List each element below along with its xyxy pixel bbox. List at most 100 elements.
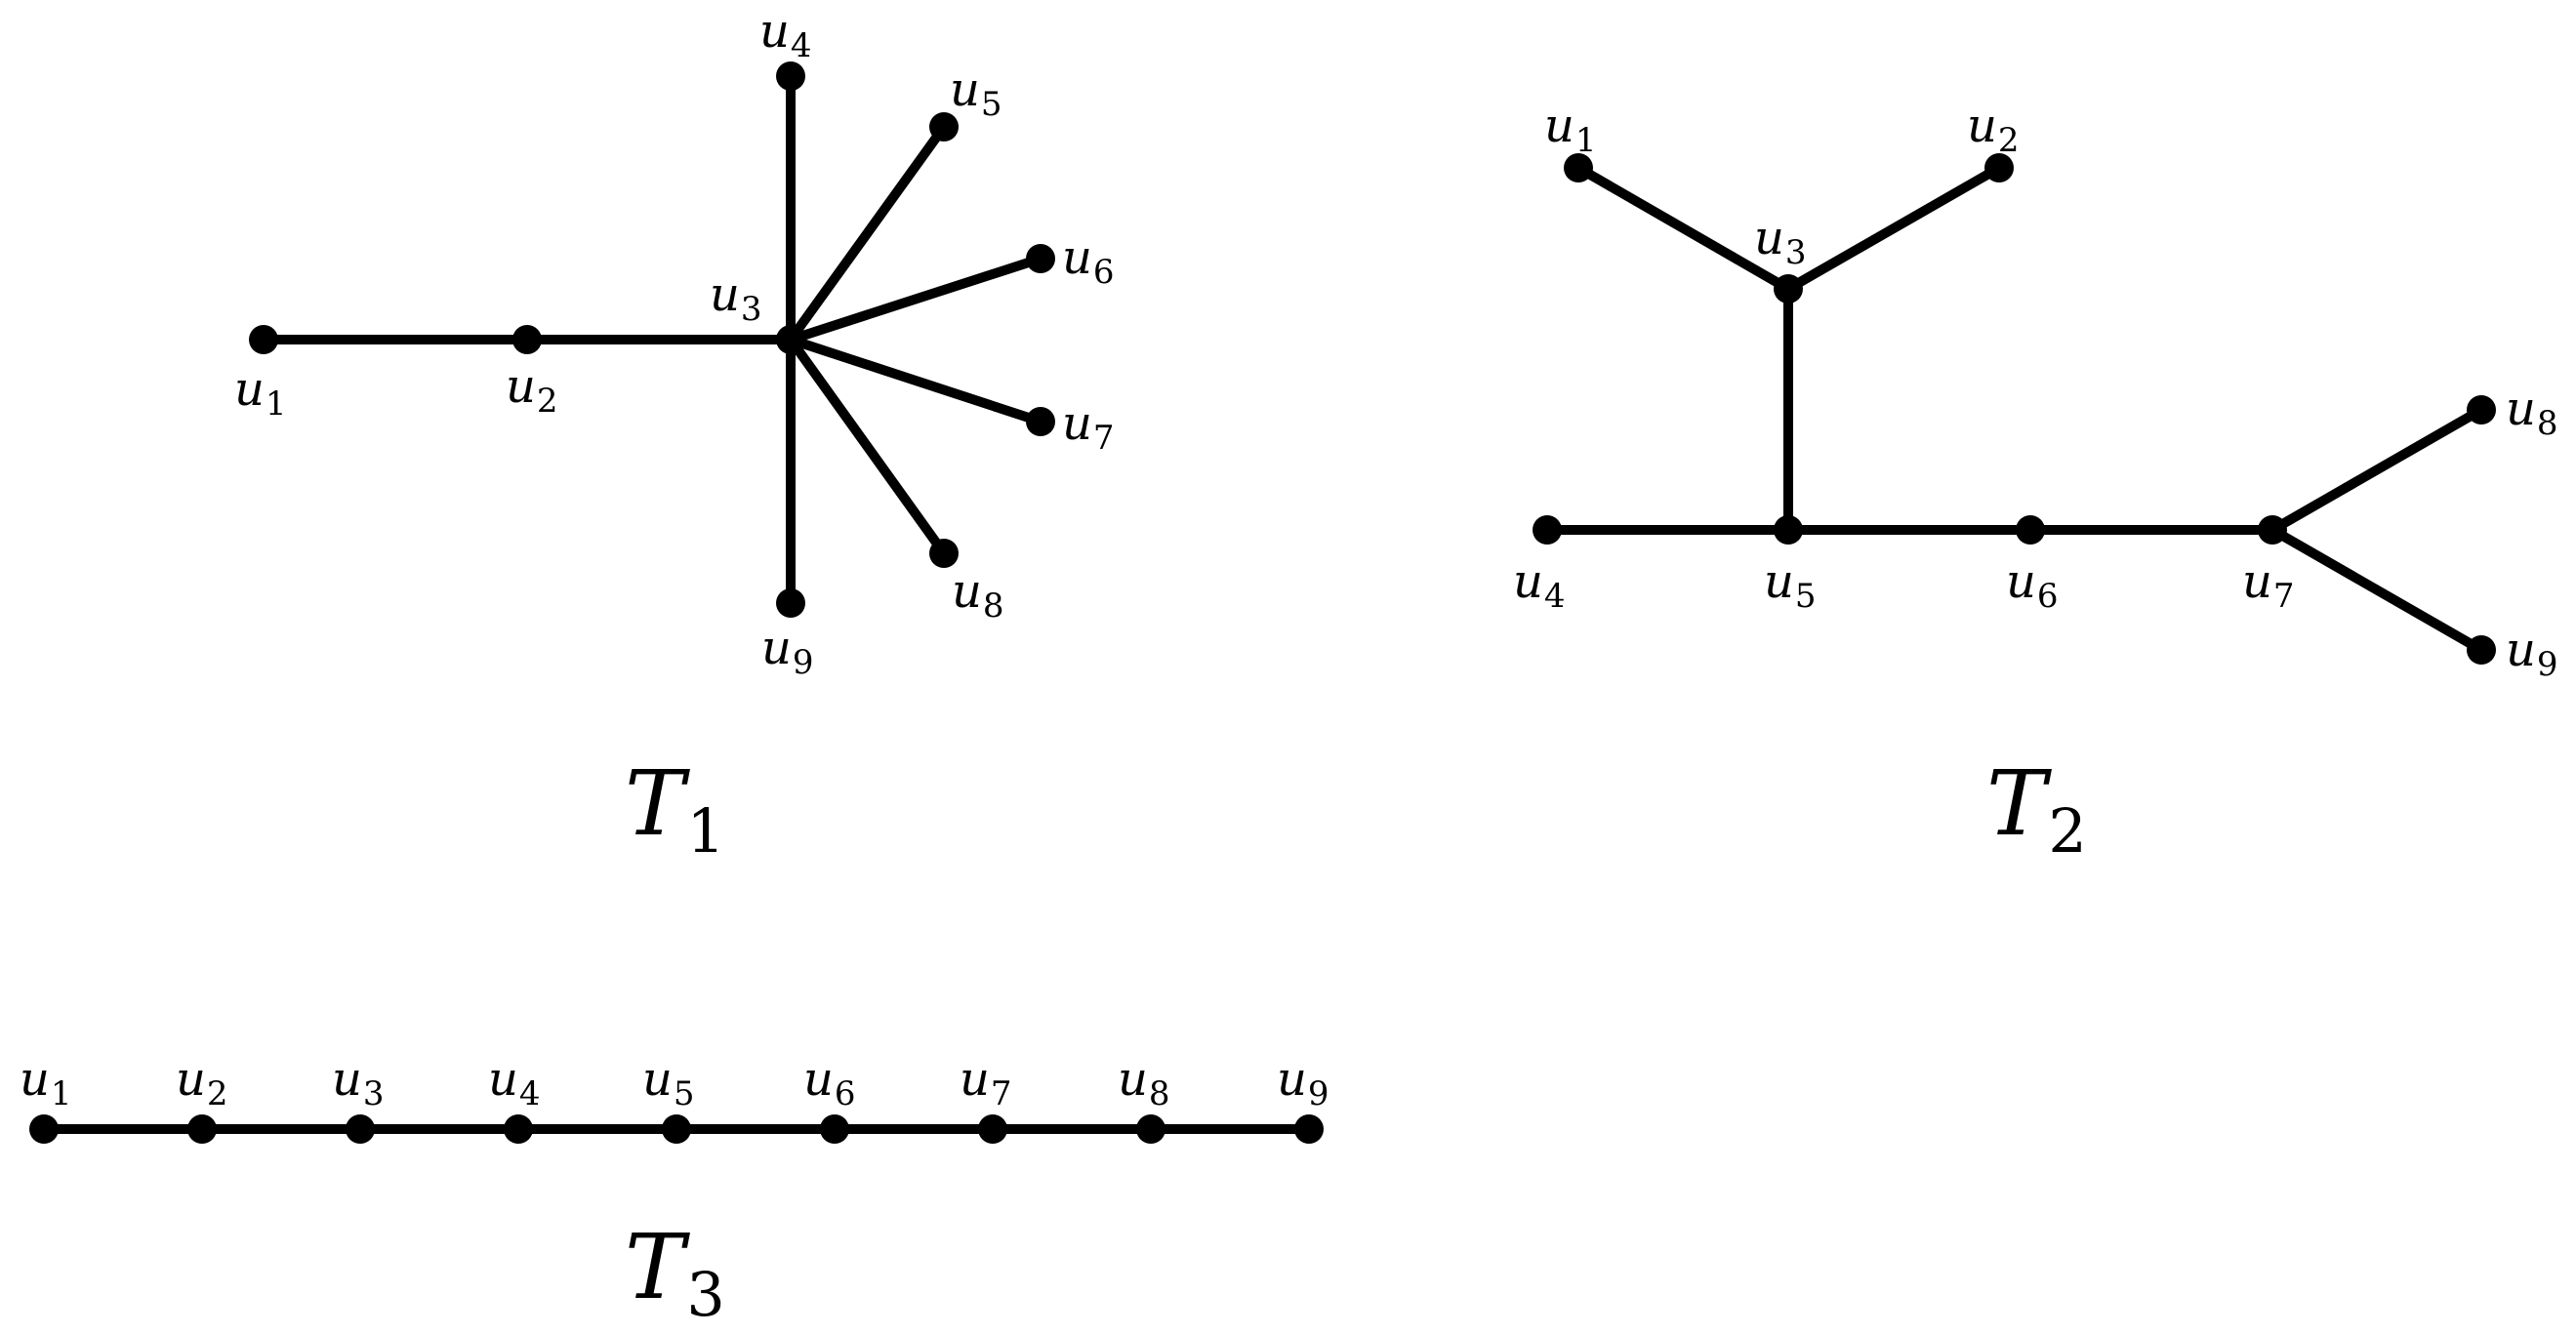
vertex-label-base: u [2242,554,2272,609]
vertex-label-subscript: 7 [2273,577,2295,616]
vertex-u3 [1774,274,1803,303]
vertex-label-subscript: 1 [266,384,287,424]
vertex-label-subscript: 1 [1575,121,1597,160]
vertex-label-subscript: 3 [363,1074,385,1113]
vertex-label-subscript: 9 [2537,645,2558,684]
vertex-label-subscript: 8 [2537,404,2558,443]
vertex-label-subscript: 5 [981,85,1002,124]
vertex-label-u6: u6 [2006,554,2059,616]
vertex-u5 [1774,515,1803,545]
vertex-u2 [1984,153,2014,182]
vertex-u7 [978,1114,1007,1144]
vertex-u5 [662,1114,691,1144]
vertex-label-base: u [803,1052,834,1107]
tree-label-base: T [1986,751,2052,856]
vertex-u8 [2467,395,2496,424]
vertex-label-base: u [1764,554,1794,609]
vertex-label-base: u [1277,1052,1307,1107]
tree-label-t3: T3 [625,1215,725,1330]
edge-u3-u8 [786,335,949,558]
vertex-label-u9: u9 [1277,1052,1329,1113]
vertex-label-subscript: 2 [207,1074,228,1113]
vertex-label-base: u [950,62,980,117]
vertex-label-base: u [20,1052,50,1107]
vertex-label-subscript: 8 [1149,1074,1170,1113]
vertex-label-u2: u2 [506,359,558,421]
vertex-u4 [504,1114,533,1144]
vertex-label-u8: u8 [2506,382,2558,443]
vertex-label-subscript: 1 [51,1074,72,1113]
vertex-label-base: u [642,1052,673,1107]
edge-u2-u3 [1783,163,2004,294]
vertex-label-u3: u3 [710,267,762,329]
vertex-u3 [776,325,805,354]
vertex-u4 [1533,515,1562,545]
vertex-label-u2: u2 [1967,99,2020,160]
vertex-label-subscript: 4 [791,26,812,65]
vertex-label-subscript: 5 [674,1074,695,1113]
vertex-label-u7: u7 [2242,554,2295,616]
vertex-label-u8: u8 [1118,1052,1170,1113]
vertex-label-subscript: 5 [1795,577,1817,616]
edge-u3-u6 [786,254,1045,344]
vertex-label-base: u [234,362,265,417]
vertex-label-subscript: 6 [1093,253,1115,292]
vertex-label-base: u [710,267,740,322]
tree-label-base: T [625,1215,690,1319]
vertex-label-u5: u5 [642,1052,695,1113]
vertex-label-u5: u5 [950,62,1002,124]
vertex-label-u4: u4 [488,1052,541,1113]
vertex-label-base: u [1062,230,1092,285]
vertex-u9 [2467,635,2496,665]
vertex-u6 [1026,244,1055,273]
vertex-label-u5: u5 [1764,554,1817,616]
vertex-label-u6: u6 [1062,230,1115,292]
tree-label-t1: T1 [625,751,725,867]
vertex-label-base: u [952,564,982,619]
tree-label-subscript: 3 [686,1259,724,1330]
vertex-label-base: u [2506,382,2536,436]
vertex-label-base: u [960,1052,990,1107]
tree-label-base: T [625,751,690,856]
vertex-u2 [512,325,542,354]
vertex-label-u1: u1 [20,1052,72,1113]
tree-label-subscript: 2 [2048,795,2086,867]
vertex-u4 [776,61,805,91]
vertex-u1 [249,325,278,354]
vertex-label-subscript: 9 [1308,1074,1329,1113]
edge-u7-u8 [2268,405,2486,535]
vertex-label-u7: u7 [1062,396,1115,458]
vertex-label-base: u [332,1052,362,1107]
vertex-label-u9: u9 [2506,623,2558,684]
vertex-label-base: u [2506,623,2536,677]
vertex-u9 [1294,1114,1324,1144]
vertex-u6 [820,1114,849,1144]
vertex-u5 [929,112,959,141]
edge-u3-u7 [786,335,1045,426]
vertex-label-u6: u6 [803,1052,856,1113]
vertex-label-u8: u8 [952,564,1004,626]
vertex-label-u2: u2 [176,1052,228,1113]
vertex-u7 [1026,407,1055,436]
vertex-label-subscript: 2 [1998,121,2020,160]
vertex-u2 [187,1114,217,1144]
vertex-label-base: u [1544,99,1574,153]
vertex-u1 [29,1114,59,1144]
edge-u1-u3 [1574,163,1793,294]
vertex-label-base: u [759,4,790,59]
vertex-label-subscript: 4 [1544,577,1566,616]
vertex-label-base: u [1062,396,1092,451]
vertex-label-base: u [176,1052,206,1107]
vertex-label-subscript: 6 [2037,577,2059,616]
vertex-label-u4: u4 [759,4,812,65]
vertex-label-u9: u9 [761,621,814,682]
vertex-label-subscript: 9 [793,643,814,682]
vertex-label-subscript: 2 [537,382,558,421]
vertex-label-u4: u4 [1513,554,1566,616]
vertex-label-subscript: 7 [1093,419,1115,458]
edge-u3-u5 [786,122,949,344]
vertex-label-u1: u1 [234,362,287,424]
